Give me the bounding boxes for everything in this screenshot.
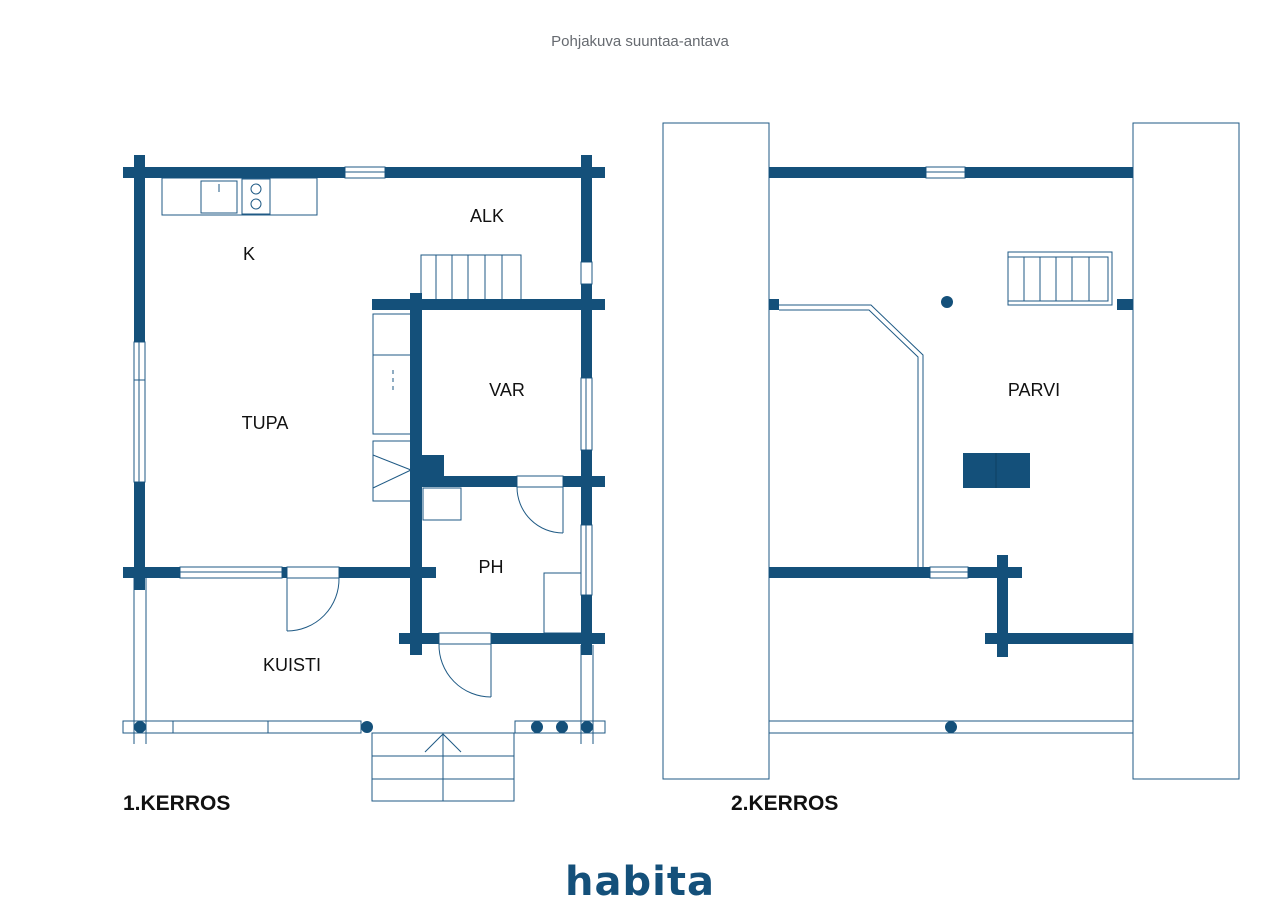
roof-slope-right: [1132, 122, 1240, 780]
room-label-tupa: TUPA: [242, 413, 289, 433]
sink-icon: [200, 180, 238, 214]
door-ph-kuisti: [438, 632, 492, 698]
door-tupa-kuisti: [286, 566, 340, 632]
floor2-plan: PARVI: [662, 122, 1240, 780]
kitchen-counter: [161, 177, 318, 216]
room-label-k: K: [243, 244, 255, 264]
floor1-label: 1.KERROS: [123, 792, 230, 815]
room-label-alk: ALK: [470, 206, 504, 226]
fireplace-unit: [372, 440, 412, 502]
roof-slope-left: [662, 122, 770, 780]
door-var-ph: [516, 475, 564, 534]
stairs-floor1: [420, 254, 522, 301]
sauna-stove: [422, 487, 462, 521]
habita-logo: habita: [565, 859, 715, 905]
disclaimer-caption: Pohjakuva suuntaa-antava: [551, 33, 729, 50]
floor2-label: 2.KERROS: [731, 792, 838, 815]
wardrobe: [372, 313, 412, 435]
stairs-floor2: [1007, 251, 1113, 306]
stove-icon: [241, 178, 271, 215]
loft-railing: [779, 304, 924, 567]
room-label-ph: PH: [478, 557, 503, 577]
room-label-kuisti: KUISTI: [263, 655, 321, 675]
room-label-var: VAR: [489, 380, 525, 400]
floor1-plan: K ALK TUPA VAR PH KUISTI: [122, 155, 606, 802]
room-label-parvi: PARVI: [1008, 380, 1060, 400]
entrance-steps: [371, 732, 515, 802]
shower-bench: [543, 572, 583, 634]
